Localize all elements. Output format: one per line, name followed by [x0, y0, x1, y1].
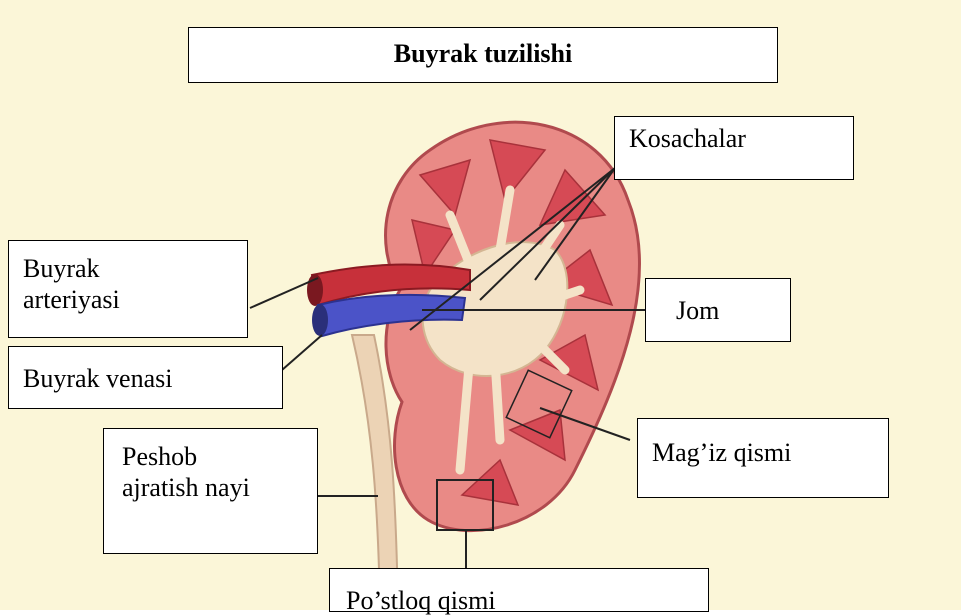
label-peshob-ajratish-nayi: Peshob ajratish nayi [103, 428, 318, 554]
label-postloq-qismi: Po’stloq qismi [329, 568, 709, 612]
label-jom: Jom [645, 278, 791, 342]
label-buyrak-venasi: Buyrak venasi [8, 346, 283, 409]
label-buyrak-arteriyasi-line2: arteriyasi [23, 284, 233, 315]
label-buyrak-arteriyasi-line1: Buyrak [23, 253, 233, 284]
label-buyrak-venasi-text: Buyrak venasi [23, 364, 172, 393]
label-kosachalar-text: Kosachalar [629, 124, 746, 153]
label-jom-text: Jom [676, 296, 719, 325]
label-magiz-qismi: Mag’iz qismi [637, 418, 889, 498]
diagram-title: Buyrak tuzilishi [188, 27, 778, 83]
label-buyrak-arteriyasi: Buyrak arteriyasi [8, 240, 248, 338]
label-peshob-line1: Peshob [122, 441, 303, 472]
label-peshob-line2: ajratish nayi [122, 472, 303, 503]
label-postloq-qismi-text: Po’stloq qismi [346, 586, 496, 615]
renal-vein-opening [312, 304, 328, 336]
label-kosachalar: Kosachalar [614, 116, 854, 180]
label-magiz-qismi-text: Mag’iz qismi [652, 438, 791, 467]
